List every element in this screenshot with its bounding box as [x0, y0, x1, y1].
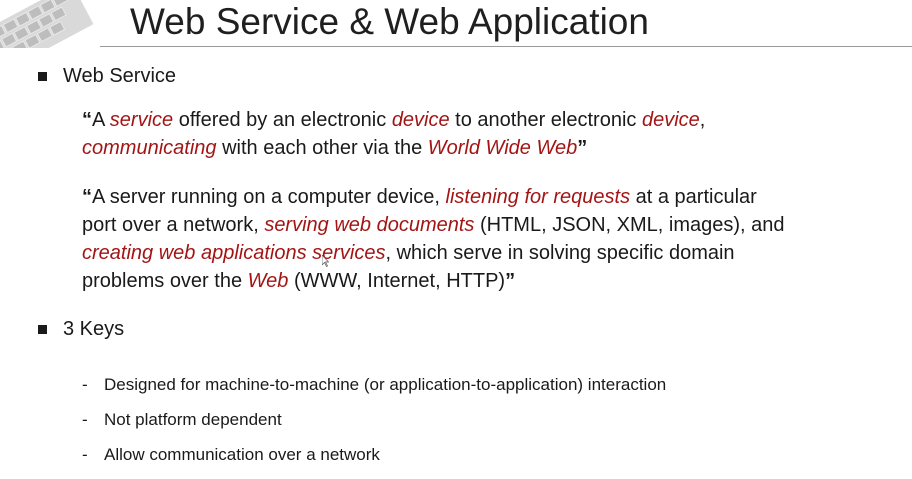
quote-mark: “ — [82, 109, 92, 131]
quote-text: problems over the — [82, 270, 248, 292]
section-heading-web-service: Web Service — [63, 65, 177, 87]
keyboard-image — [0, 0, 110, 48]
bullet-square-icon — [38, 72, 47, 81]
slide-title: Web Service & Web Application — [130, 1, 649, 42]
highlighted-term: listening for requests — [445, 186, 631, 208]
title-divider — [100, 46, 912, 47]
dash-marker: - — [82, 445, 88, 464]
highlighted-term: communicating — [82, 137, 217, 159]
dash-marker: - — [82, 410, 88, 429]
quote-text: A server running on a computer device, — [92, 186, 446, 208]
quote-text: , which serve in solving specific domain — [385, 242, 735, 264]
list-item: -Not platform dependent — [82, 409, 666, 444]
quote-definition-2: “A server running on a computer device, … — [82, 183, 882, 295]
mouse-cursor-icon — [321, 254, 330, 267]
key-text: Not platform dependent — [104, 410, 282, 429]
quote-text: (WWW, Internet, HTTP) — [288, 270, 506, 292]
key-text: Allow communication over a network — [104, 445, 380, 464]
quote-text: to another electronic — [449, 109, 642, 131]
highlighted-term: device — [641, 109, 700, 131]
quote-text: port over a network, — [82, 214, 265, 236]
list-item: -Allow communication over a network — [82, 444, 666, 479]
quote-mark: ” — [505, 270, 516, 292]
quote-mark: ” — [577, 137, 588, 159]
key-text: Designed for machine-to-machine (or appl… — [104, 375, 667, 394]
highlighted-term: creating web applications services — [82, 242, 386, 264]
highlighted-term: service — [109, 109, 174, 131]
highlighted-term: World Wide Web — [427, 137, 578, 159]
keys-list: -Designed for machine-to-machine (or app… — [82, 374, 666, 479]
quote-text: , — [699, 109, 706, 131]
quote-text: offered by an electronic — [173, 109, 392, 131]
highlighted-term: Web — [247, 270, 289, 292]
section-heading-3-keys: 3 Keys — [63, 318, 125, 340]
quote-text: at a particular — [630, 186, 757, 208]
highlighted-term: device — [391, 109, 450, 131]
quote-text: (HTML, JSON, XML, images), and — [474, 214, 785, 236]
highlighted-term: serving web documents — [264, 214, 475, 236]
dash-marker: - — [82, 375, 88, 394]
quote-text: with each other via the — [216, 137, 428, 159]
list-item: -Designed for machine-to-machine (or app… — [82, 374, 666, 409]
bullet-square-icon — [38, 325, 47, 334]
quote-mark: “ — [82, 186, 92, 208]
quote-definition-1: “A service offered by an electronic devi… — [82, 106, 882, 162]
quote-text: A — [92, 109, 110, 131]
